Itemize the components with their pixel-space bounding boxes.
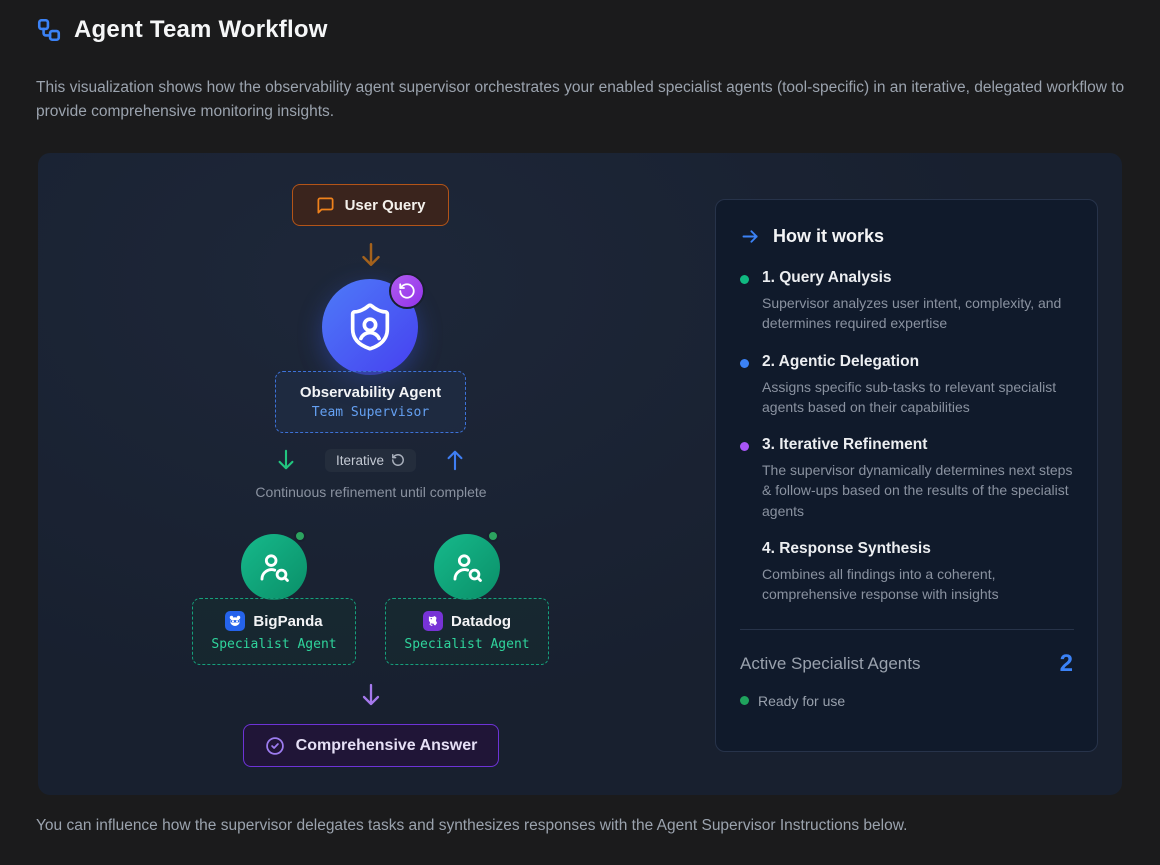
status-dot-bigpanda bbox=[294, 530, 306, 542]
iterative-badge-label: Iterative bbox=[335, 452, 385, 468]
step-description: Combines all findings into a coherent, c… bbox=[762, 566, 999, 603]
iterative-loop-row: Iterative bbox=[275, 446, 466, 474]
arrow-down-purple-icon bbox=[359, 681, 385, 709]
user-search-icon bbox=[450, 550, 484, 584]
refinement-caption: Continuous refinement until complete bbox=[255, 484, 487, 500]
agent-node-bigpanda[interactable] bbox=[241, 534, 307, 600]
shield-user-icon bbox=[344, 301, 396, 353]
step-description: Assigns specific sub-tasks to relevant s… bbox=[762, 378, 1057, 415]
ready-status-row: Ready for use bbox=[740, 693, 1073, 709]
agent-role: Specialist Agent bbox=[211, 637, 337, 652]
arrow-down-orange-icon bbox=[358, 241, 384, 269]
supervisor-role: Team Supervisor bbox=[311, 405, 430, 420]
supervisor-refresh-badge bbox=[389, 273, 425, 309]
agent-name: BigPanda bbox=[253, 612, 323, 630]
agent-name: Datadog bbox=[451, 612, 511, 630]
arrow-up-blue-icon bbox=[444, 447, 466, 473]
step-title: 1. Query Analysis bbox=[762, 269, 892, 286]
page-description: This visualization shows how the observa… bbox=[36, 79, 1125, 121]
comprehensive-answer-node[interactable]: Comprehensive Answer bbox=[243, 724, 499, 767]
step-title: 2. Agentic Delegation bbox=[762, 352, 920, 370]
workflow-diagram-canvas: User Query Observability Agent Team Supe… bbox=[38, 153, 1122, 795]
user-query-node[interactable]: User Query bbox=[292, 184, 449, 226]
ready-status-dot bbox=[740, 696, 749, 706]
step-query-analysis: 1. Query Analysis Supervisor analyzes us… bbox=[740, 269, 1073, 334]
supervisor-label-box: Observability Agent Team Supervisor bbox=[275, 371, 466, 433]
agent-role: Specialist Agent bbox=[404, 637, 530, 652]
how-it-works-panel: How it works 1. Query Analysis Superviso… bbox=[715, 199, 1098, 752]
agent-label-box-datadog: Datadog Specialist Agent bbox=[385, 598, 549, 665]
agent-node-datadog[interactable] bbox=[434, 534, 500, 600]
workflow-icon bbox=[36, 17, 62, 43]
active-agents-count: 2 bbox=[1059, 649, 1073, 677]
step-bullet bbox=[740, 546, 749, 555]
step-response-synthesis: 4. Response Synthesis Combines all findi… bbox=[740, 540, 1073, 605]
comprehensive-answer-label: Comprehensive Answer bbox=[295, 736, 478, 754]
step-iterative-refinement: 3. Iterative Refinement The supervisor d… bbox=[740, 436, 1073, 521]
step-title: 4. Response Synthesis bbox=[762, 540, 931, 558]
chat-bubble-icon bbox=[316, 196, 335, 215]
step-title: 3. Iterative Refinement bbox=[762, 436, 928, 454]
arrow-right-icon bbox=[740, 226, 761, 247]
user-query-label: User Query bbox=[344, 196, 426, 214]
page-header: Agent Team Workflow bbox=[36, 16, 328, 44]
step-bullet bbox=[740, 275, 749, 284]
page-title: Agent Team Workflow bbox=[74, 16, 328, 43]
check-circle-icon bbox=[265, 736, 285, 756]
ready-status-label: Ready for use bbox=[758, 692, 846, 709]
step-bullet bbox=[740, 442, 749, 452]
supervisor-name: Observability Agent bbox=[299, 384, 442, 401]
rotate-ccw-icon bbox=[391, 453, 405, 467]
active-agents-label: Active Specialist Agents bbox=[740, 653, 921, 673]
how-it-works-title: How it works bbox=[773, 226, 885, 246]
user-search-icon bbox=[257, 550, 291, 584]
status-dot-datadog bbox=[487, 530, 499, 542]
active-agents-row: Active Specialist Agents 2 bbox=[740, 650, 1073, 678]
step-bullet bbox=[740, 358, 749, 368]
panel-divider bbox=[740, 628, 1074, 630]
step-description: Supervisor analyzes user intent, complex… bbox=[762, 295, 1062, 332]
agent-label-box-bigpanda: BigPanda Specialist Agent bbox=[192, 598, 356, 665]
arrow-down-green-icon bbox=[275, 447, 297, 473]
iterative-badge: Iterative bbox=[324, 448, 417, 472]
footer-note: You can influence how the supervisor del… bbox=[36, 817, 908, 834]
step-description: The supervisor dynamically determines ne… bbox=[762, 462, 1073, 519]
step-agentic-delegation: 2. Agentic Delegation Assigns specific s… bbox=[740, 353, 1073, 418]
bigpanda-logo-icon bbox=[225, 611, 246, 631]
datadog-logo-icon bbox=[423, 611, 443, 631]
